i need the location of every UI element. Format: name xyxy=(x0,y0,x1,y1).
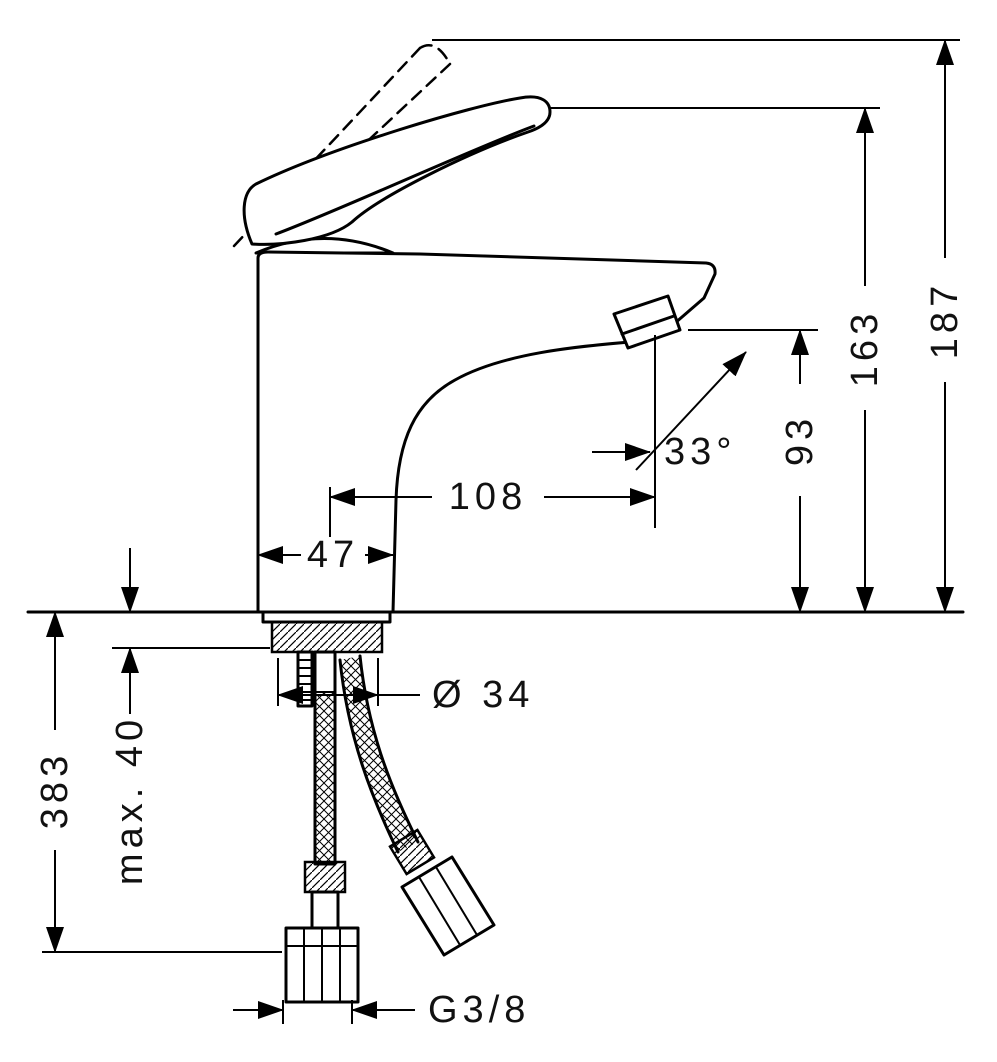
dim-overall-height-187: 187 xyxy=(432,39,966,613)
angle-line xyxy=(635,351,747,471)
dim-hose-length-383: 383 xyxy=(34,611,282,953)
mounting-nut xyxy=(270,620,384,654)
aerator xyxy=(612,294,682,350)
faucet xyxy=(232,44,717,614)
dim-label: 163 xyxy=(844,309,886,387)
dim-handle-height-163: 163 xyxy=(550,107,886,613)
handle-inner-line xyxy=(274,124,536,236)
dim-label: G3/8 xyxy=(428,989,530,1031)
nut-facet xyxy=(418,876,461,946)
dim-label: 108 xyxy=(449,476,527,518)
aerator-outline xyxy=(612,294,682,350)
label-mask xyxy=(846,286,884,410)
dim-label: 383 xyxy=(34,751,76,829)
label-mask xyxy=(301,537,365,573)
left-hose xyxy=(284,650,360,1004)
nut-body xyxy=(400,855,496,957)
label-mask xyxy=(926,258,964,382)
right-hose-collar xyxy=(388,828,436,876)
dim-label: 93 xyxy=(779,414,821,466)
dim-label: 47 xyxy=(307,534,359,576)
label-mask xyxy=(432,478,544,516)
label-mask xyxy=(36,730,74,850)
dim-connection-thread-g38: G3/8 xyxy=(233,989,530,1031)
threaded-shank xyxy=(296,650,314,708)
dim-max-deck-thickness-40: max. 40 xyxy=(109,548,270,885)
left-hose-braid xyxy=(314,691,336,865)
below-deck-assembly xyxy=(261,610,496,1004)
aerator-inner-line xyxy=(620,314,676,336)
label-mask xyxy=(781,384,819,496)
right-hose-nut xyxy=(400,855,496,957)
base-flange xyxy=(261,610,392,624)
dim-spout-reach-108: 108 xyxy=(329,476,656,540)
dim-label: Ø 34 xyxy=(432,674,534,716)
dim-body-depth-47: 47 xyxy=(257,534,394,576)
dim-spray-angle-33: 33° xyxy=(592,335,747,528)
handle xyxy=(242,95,552,246)
dim-label: max. 40 xyxy=(109,715,151,885)
right-hose xyxy=(338,654,496,957)
dim-label: 187 xyxy=(924,281,966,359)
left-hose-collar xyxy=(303,860,347,894)
right-hose-edge xyxy=(358,654,420,844)
dim-spout-height-93: 93 xyxy=(688,329,821,613)
dim-label: 33° xyxy=(664,431,736,473)
faucet-body xyxy=(256,250,717,614)
left-hose-neck xyxy=(310,890,340,930)
nut-facet xyxy=(435,866,478,936)
dim-shank-diameter-34: Ø 34 xyxy=(277,658,534,716)
dashed-handle-tip xyxy=(418,44,452,66)
left-hose-nut xyxy=(284,926,360,1004)
